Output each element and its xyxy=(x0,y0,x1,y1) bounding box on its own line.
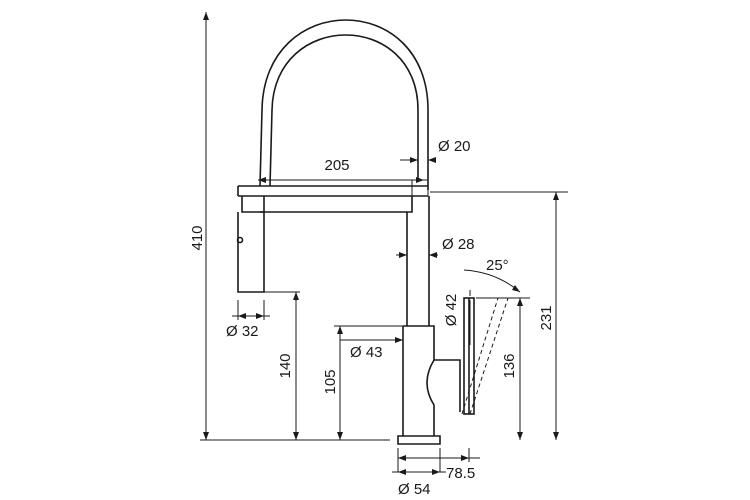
faucet-outline xyxy=(236,19,509,445)
label-body-diameter-upper: Ø 28 xyxy=(442,236,475,253)
label-spout-reach: 205 xyxy=(324,157,349,174)
faucet-lower-body xyxy=(402,325,461,436)
dim-231-line xyxy=(430,191,568,440)
dim-410-line xyxy=(200,12,390,441)
dim-136-line xyxy=(476,297,530,440)
lever-swept-outline xyxy=(461,297,509,415)
dim-105-line xyxy=(334,325,403,440)
dim-arrowheads xyxy=(203,12,559,475)
dim-140-line xyxy=(264,291,300,440)
label-total-height: 410 xyxy=(189,225,206,250)
label-hose-diameter: Ø 20 xyxy=(438,138,471,155)
spout-arm xyxy=(238,185,428,213)
label-base-diameter: Ø 54 xyxy=(398,481,431,498)
label-lever-offset: 78.5 xyxy=(446,465,475,482)
spout-arm-joint xyxy=(411,179,429,197)
label-lever-height: 136 xyxy=(501,353,518,378)
label-spray-head-diameter: Ø 32 xyxy=(226,323,259,340)
label-lever-angle: 25° xyxy=(486,257,509,274)
spray-head-button xyxy=(236,236,244,244)
label-lever-diameter: Ø 42 xyxy=(443,294,460,327)
label-base-to-ring-height: 105 xyxy=(322,369,339,394)
dimension-labels: 410 205 Ø 20 231 Ø 28 25° Ø 42 136 Ø 32 … xyxy=(189,138,555,498)
faucet-body xyxy=(406,196,430,326)
dim-bottom-lines xyxy=(392,448,480,473)
dim-d32-line xyxy=(232,300,270,320)
dimension-lines xyxy=(200,12,568,475)
label-body-diameter-lower: Ø 43 xyxy=(350,344,383,361)
base-plate xyxy=(397,435,441,445)
spray-head xyxy=(237,186,265,293)
gooseneck-hose-inner xyxy=(269,34,419,187)
label-spout-height: 231 xyxy=(538,305,555,330)
gooseneck-hose xyxy=(259,19,429,190)
label-spray-head-height: 140 xyxy=(277,353,294,378)
